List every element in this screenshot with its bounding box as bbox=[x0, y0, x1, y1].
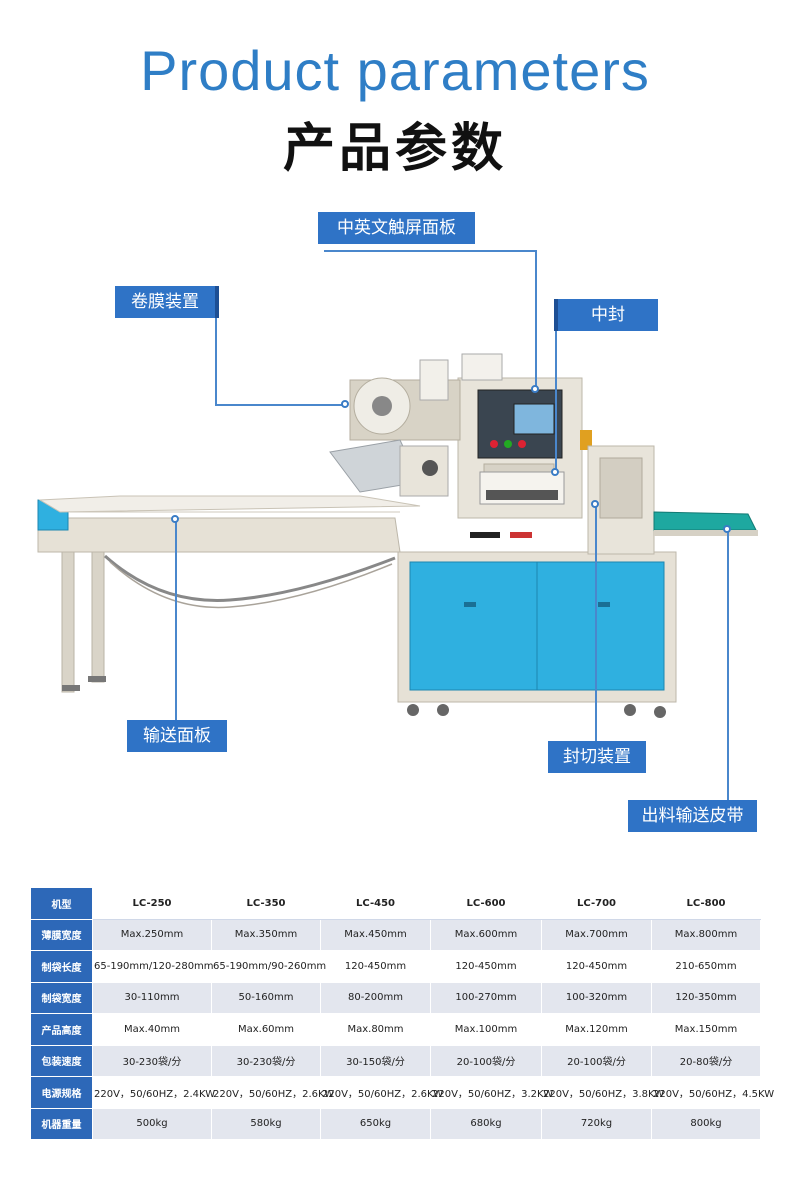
table-cell: 800kg bbox=[651, 1107, 761, 1140]
table-cell: 220V，50/60HZ，2.6KW bbox=[211, 1076, 334, 1109]
table-cell: 30-230袋/分 bbox=[211, 1044, 321, 1077]
page-title-en: Product parameters bbox=[140, 39, 650, 102]
film-roll-leader-v bbox=[215, 314, 217, 405]
packaging-machine-illustration bbox=[37, 353, 758, 718]
row-header: 电源规格 bbox=[30, 1076, 93, 1109]
touch-panel-leader-h bbox=[324, 250, 536, 252]
table-cell: 120-450mm bbox=[320, 950, 431, 983]
model-header: LC-600 bbox=[430, 887, 542, 920]
callout-touch-panel: 中英文触屏面板 bbox=[318, 212, 475, 244]
table-row: 制袋宽度 30-110mm 50-160mm 80-200mm 100-270m… bbox=[30, 981, 761, 1014]
table-cell: 100-320mm bbox=[541, 981, 652, 1014]
model-header: LC-350 bbox=[211, 887, 321, 920]
table-cell: 80-200mm bbox=[320, 981, 431, 1014]
film-roll-marker bbox=[341, 400, 349, 408]
table-cell: 210-650mm bbox=[651, 950, 761, 983]
table-cell: Max.120mm bbox=[541, 1013, 652, 1046]
output-belt-leader-v bbox=[727, 530, 729, 800]
row-header: 制袋长度 bbox=[30, 950, 93, 983]
table-cell: 20-80袋/分 bbox=[651, 1044, 761, 1077]
end-seal-leader-v bbox=[595, 505, 597, 741]
conveyor-panel-marker bbox=[171, 515, 179, 523]
row-header: 产品高度 bbox=[30, 1013, 93, 1046]
table-row: 薄膜宽度 Max.250mm Max.350mm Max.450mm Max.6… bbox=[30, 918, 761, 951]
callout-film-roll: 卷膜装置 bbox=[115, 286, 219, 318]
callout-end-seal: 封切装置 bbox=[548, 741, 646, 773]
table-cell: 30-230袋/分 bbox=[92, 1044, 212, 1077]
film-roll-leader-h bbox=[215, 404, 343, 406]
model-header: LC-800 bbox=[651, 887, 761, 920]
table-cell: 120-450mm bbox=[541, 950, 652, 983]
table-cell: 65-190mm/90-260mm bbox=[211, 950, 326, 983]
end-seal-marker bbox=[591, 500, 599, 508]
model-header: LC-250 bbox=[92, 887, 212, 920]
table-cell: 30-110mm bbox=[92, 981, 212, 1014]
conveyor-panel-leader-v bbox=[175, 520, 177, 720]
table-cell: 65-190mm/120-280mm bbox=[92, 950, 214, 983]
table-cell: Max.80mm bbox=[320, 1013, 431, 1046]
table-cell: 20-100袋/分 bbox=[541, 1044, 652, 1077]
middle-seal-marker bbox=[551, 468, 559, 476]
table-cell: Max.100mm bbox=[430, 1013, 542, 1046]
table-cell: 30-150袋/分 bbox=[320, 1044, 431, 1077]
table-cell: 120-350mm bbox=[651, 981, 761, 1014]
table-cell: 120-450mm bbox=[430, 950, 542, 983]
row-header: 薄膜宽度 bbox=[30, 918, 93, 951]
table-cell: Max.40mm bbox=[92, 1013, 212, 1046]
table-row: 电源规格 220V，50/60HZ，2.4KW 220V，50/60HZ，2.6… bbox=[30, 1076, 774, 1109]
table-cell: Max.700mm bbox=[541, 918, 652, 951]
table-row: 制袋长度 65-190mm/120-280mm 65-190mm/90-260m… bbox=[30, 950, 761, 983]
callout-conveyor-panel: 输送面板 bbox=[127, 720, 227, 752]
table-cell: 680kg bbox=[430, 1107, 542, 1140]
table-cell: 220V，50/60HZ，3.8KW bbox=[541, 1076, 664, 1109]
table-cell: 500kg bbox=[92, 1107, 212, 1140]
table-header-row: 机型 LC-250 LC-350 LC-450 LC-600 LC-700 LC… bbox=[30, 887, 761, 920]
callout-middle-seal-label: 中封 bbox=[591, 305, 625, 325]
page-title-cn: 产品参数 bbox=[282, 119, 507, 179]
table-cell: 220V，50/60HZ，3.2KW bbox=[430, 1076, 553, 1109]
callout-film-roll-label: 卷膜装置 bbox=[131, 292, 199, 312]
row-header: 包装速度 bbox=[30, 1044, 93, 1077]
callout-middle-seal: 中封 bbox=[554, 299, 658, 331]
row-header: 制袋宽度 bbox=[30, 981, 93, 1014]
row-header: 机器重量 bbox=[30, 1107, 93, 1140]
callout-output-belt-label: 出料输送皮带 bbox=[641, 806, 744, 826]
output-belt-marker bbox=[723, 525, 731, 533]
table-row: 产品高度 Max.40mm Max.60mm Max.80mm Max.100m… bbox=[30, 1013, 761, 1046]
table-cell: 20-100袋/分 bbox=[430, 1044, 542, 1077]
table-cell: 580kg bbox=[211, 1107, 321, 1140]
table-corner-header: 机型 bbox=[30, 887, 93, 920]
callout-touch-panel-label: 中英文触屏面板 bbox=[337, 218, 456, 238]
table-cell: 50-160mm bbox=[211, 981, 321, 1014]
table-cell: Max.800mm bbox=[651, 918, 761, 951]
table-cell: 100-270mm bbox=[430, 981, 542, 1014]
table-row: 机器重量 500kg 580kg 650kg 680kg 720kg 800kg bbox=[30, 1107, 761, 1140]
table-cell: Max.600mm bbox=[430, 918, 542, 951]
touch-panel-leader-v bbox=[535, 250, 537, 388]
callout-middle-seal-accent bbox=[554, 299, 558, 331]
table-cell: Max.350mm bbox=[211, 918, 321, 951]
table-cell: 220V，50/60HZ，2.4KW bbox=[92, 1076, 215, 1109]
table-cell: 220V，50/60HZ，2.6KW bbox=[320, 1076, 443, 1109]
table-cell: Max.450mm bbox=[320, 918, 431, 951]
callout-film-roll-accent bbox=[215, 286, 219, 318]
table-cell: 720kg bbox=[541, 1107, 652, 1140]
model-header: LC-700 bbox=[541, 887, 652, 920]
touch-panel-marker bbox=[531, 385, 539, 393]
parameters-table: 机型 LC-250 LC-350 LC-450 LC-600 LC-700 LC… bbox=[30, 887, 774, 1140]
table-cell: Max.250mm bbox=[92, 918, 212, 951]
table-cell: Max.60mm bbox=[211, 1013, 321, 1046]
table-cell: 220V，50/60HZ，4.5KW bbox=[651, 1076, 774, 1109]
table-row: 包装速度 30-230袋/分 30-230袋/分 30-150袋/分 20-10… bbox=[30, 1044, 761, 1077]
callout-conveyor-panel-label: 输送面板 bbox=[143, 726, 211, 746]
middle-seal-leader-v bbox=[555, 328, 557, 470]
model-header: LC-450 bbox=[320, 887, 431, 920]
table-cell: 650kg bbox=[320, 1107, 431, 1140]
table-cell: Max.150mm bbox=[651, 1013, 761, 1046]
callout-end-seal-label: 封切装置 bbox=[563, 747, 631, 767]
callout-output-belt: 出料输送皮带 bbox=[628, 800, 757, 832]
